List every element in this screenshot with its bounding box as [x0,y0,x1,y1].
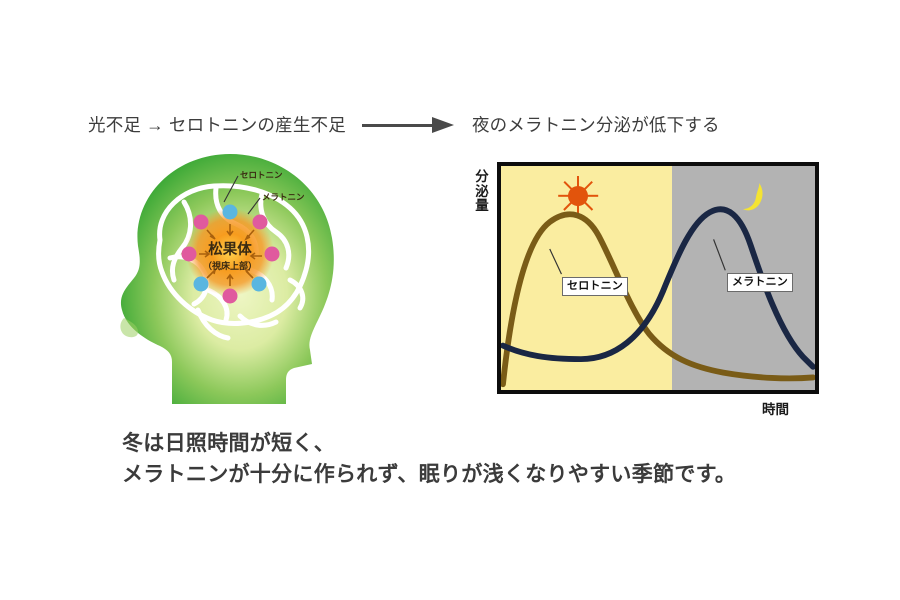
arrow-shaft [361,124,436,127]
caption-line-1: 冬は日照時間が短く、 [122,432,335,455]
arrow-head [431,117,454,133]
caption-line-2: メラトニンが十分に作られず、眠りが浅くなりやすい季節です。 [122,463,737,486]
sun-disc [568,186,588,206]
dot-arrows [199,224,262,286]
pineal-sublabel-text: （視床上部） [203,260,257,272]
chart-curves [501,206,815,388]
headline-row: 光不足 → セロトニンの産生不足 夜のメラトニン分泌が低下する [88,108,828,142]
head-brain-illustration: セロトニン メラトニン 松果体 （視床上部） [112,150,348,408]
serotonin-label-text: セロトニン [240,171,283,181]
chart-x-axis-label: 時間 [762,402,789,417]
chart-callout-leaders [549,239,726,275]
melatonin-label-text: メラトニン [262,193,305,203]
moon-icon [734,180,768,214]
caption-block: 冬は日照時間が短く、 メラトニンが十分に作られず、眠りが浅くなりやすい季節です。 [122,428,862,490]
headline-right-text: 夜のメラトニン分泌が低下する [471,115,720,135]
melatonin-curve-label: メラトニン [727,273,793,292]
y-axis-char-1: 分 [475,169,489,184]
y-axis-char-2: 泌 [475,183,489,199]
neurotransmitter-dots [181,204,280,304]
sun-icon [558,176,599,216]
serotonin-curve-label: セロトニン [562,277,628,296]
y-axis-char-3: 量 [475,198,489,213]
chart-plot-area: セロトニン メラトニン [497,162,819,394]
chart-y-axis-label: 分 泌 量 [472,169,492,214]
melatonin-curve [501,206,815,370]
pineal-label-text: 松果体 [208,240,252,258]
right-arrow-icon [361,115,458,135]
brain-labels: セロトニン メラトニン 松果体 （視床上部） [203,171,305,272]
secretion-chart: 分 泌 量 [470,160,830,422]
headline-left-text: 光不足 → セロトニンの産生不足 [88,115,346,135]
serotonin-curve [501,211,815,388]
